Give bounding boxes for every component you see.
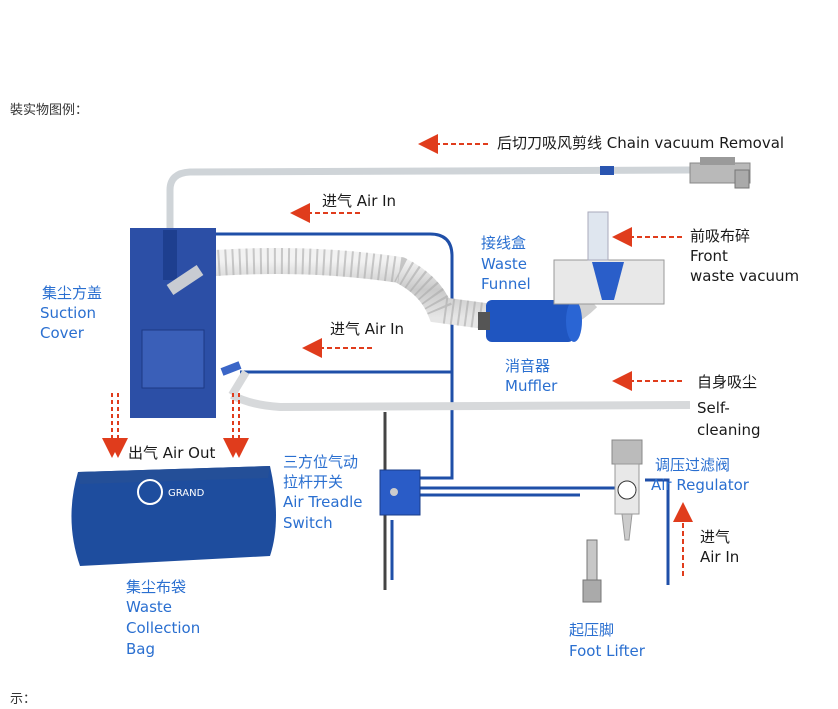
- front-vac-label-en2: waste vacuum: [690, 267, 800, 285]
- air-out-label: 出气 Air Out: [128, 444, 216, 462]
- flow-arrows: [290, 134, 693, 576]
- waste-collection-bag: GRAND: [71, 466, 276, 566]
- treadle-label-cn1: 三方位气动: [283, 453, 359, 471]
- air-in-mid-label: 进气 Air In: [330, 320, 405, 338]
- suction-cover-label-en2: Cover: [40, 324, 84, 342]
- bag-label-en2: Collection: [126, 619, 201, 637]
- waste-funnel: [553, 211, 665, 305]
- suction-cover: [130, 228, 242, 418]
- air-treadle-switch: [379, 412, 421, 590]
- tube-connector: [600, 166, 614, 175]
- bag-brand-text: GRAND: [168, 488, 205, 499]
- waste-funnel-label-en2: Funnel: [481, 275, 531, 293]
- foot-lifter: [582, 539, 602, 603]
- bag-label-en3: Bag: [126, 640, 156, 658]
- self-cleaning-label-en1: Self-: [697, 399, 730, 417]
- suction-cover-label-cn: 集尘方盖: [42, 284, 103, 302]
- chain-vacuum-label: 后切刀吸风剪线 Chain vacuum Removal: [497, 134, 785, 152]
- air-hoses: [212, 232, 670, 585]
- waste-funnel-label-en1: Waste: [481, 255, 527, 273]
- regulator-label-cn: 调压过滤阀: [655, 456, 731, 474]
- chain-vacuum-tube: [166, 166, 691, 228]
- foot-lifter-label-cn: 起压脚: [569, 621, 615, 639]
- header-caption: 裝实物图例：: [10, 103, 89, 118]
- muffler: [478, 300, 582, 342]
- treadle-label-cn2: 拉杆开关: [283, 473, 344, 491]
- self-cleaning-tube: [230, 391, 691, 412]
- air-in-right-label-cn: 进气: [700, 528, 731, 546]
- suction-cover-label-en1: Suction: [40, 304, 97, 322]
- front-vac-label-en1: Front: [690, 247, 728, 265]
- air-out-arrows: [102, 393, 249, 458]
- regulator-label-en: Air Regulator: [651, 476, 749, 494]
- foot-lifter-label-en: Foot Lifter: [569, 642, 645, 660]
- air-in-right-label-en: Air In: [700, 548, 740, 566]
- front-vac-label-cn: 前吸布碎: [690, 227, 751, 245]
- treadle-label-en1: Air Treadle: [283, 493, 363, 511]
- air-in-top-label: 进气 Air In: [322, 192, 397, 210]
- bag-label-cn: 集尘布袋: [126, 578, 187, 596]
- footer-caption: 示：: [10, 692, 37, 707]
- muffler-label-en: Muffler: [505, 377, 558, 395]
- air-regulator: [611, 439, 643, 541]
- muffler-label-cn: 消音器: [505, 357, 551, 375]
- bag-label-en1: Waste: [126, 598, 172, 616]
- treadle-label-en2: Switch: [283, 514, 333, 532]
- self-cleaning-label-cn: 自身吸尘: [697, 373, 758, 391]
- self-cleaning-label-en2: cleaning: [697, 421, 761, 439]
- chain-vacuum-device: [689, 157, 751, 189]
- waste-funnel-label-cn: 接线盒: [481, 234, 527, 252]
